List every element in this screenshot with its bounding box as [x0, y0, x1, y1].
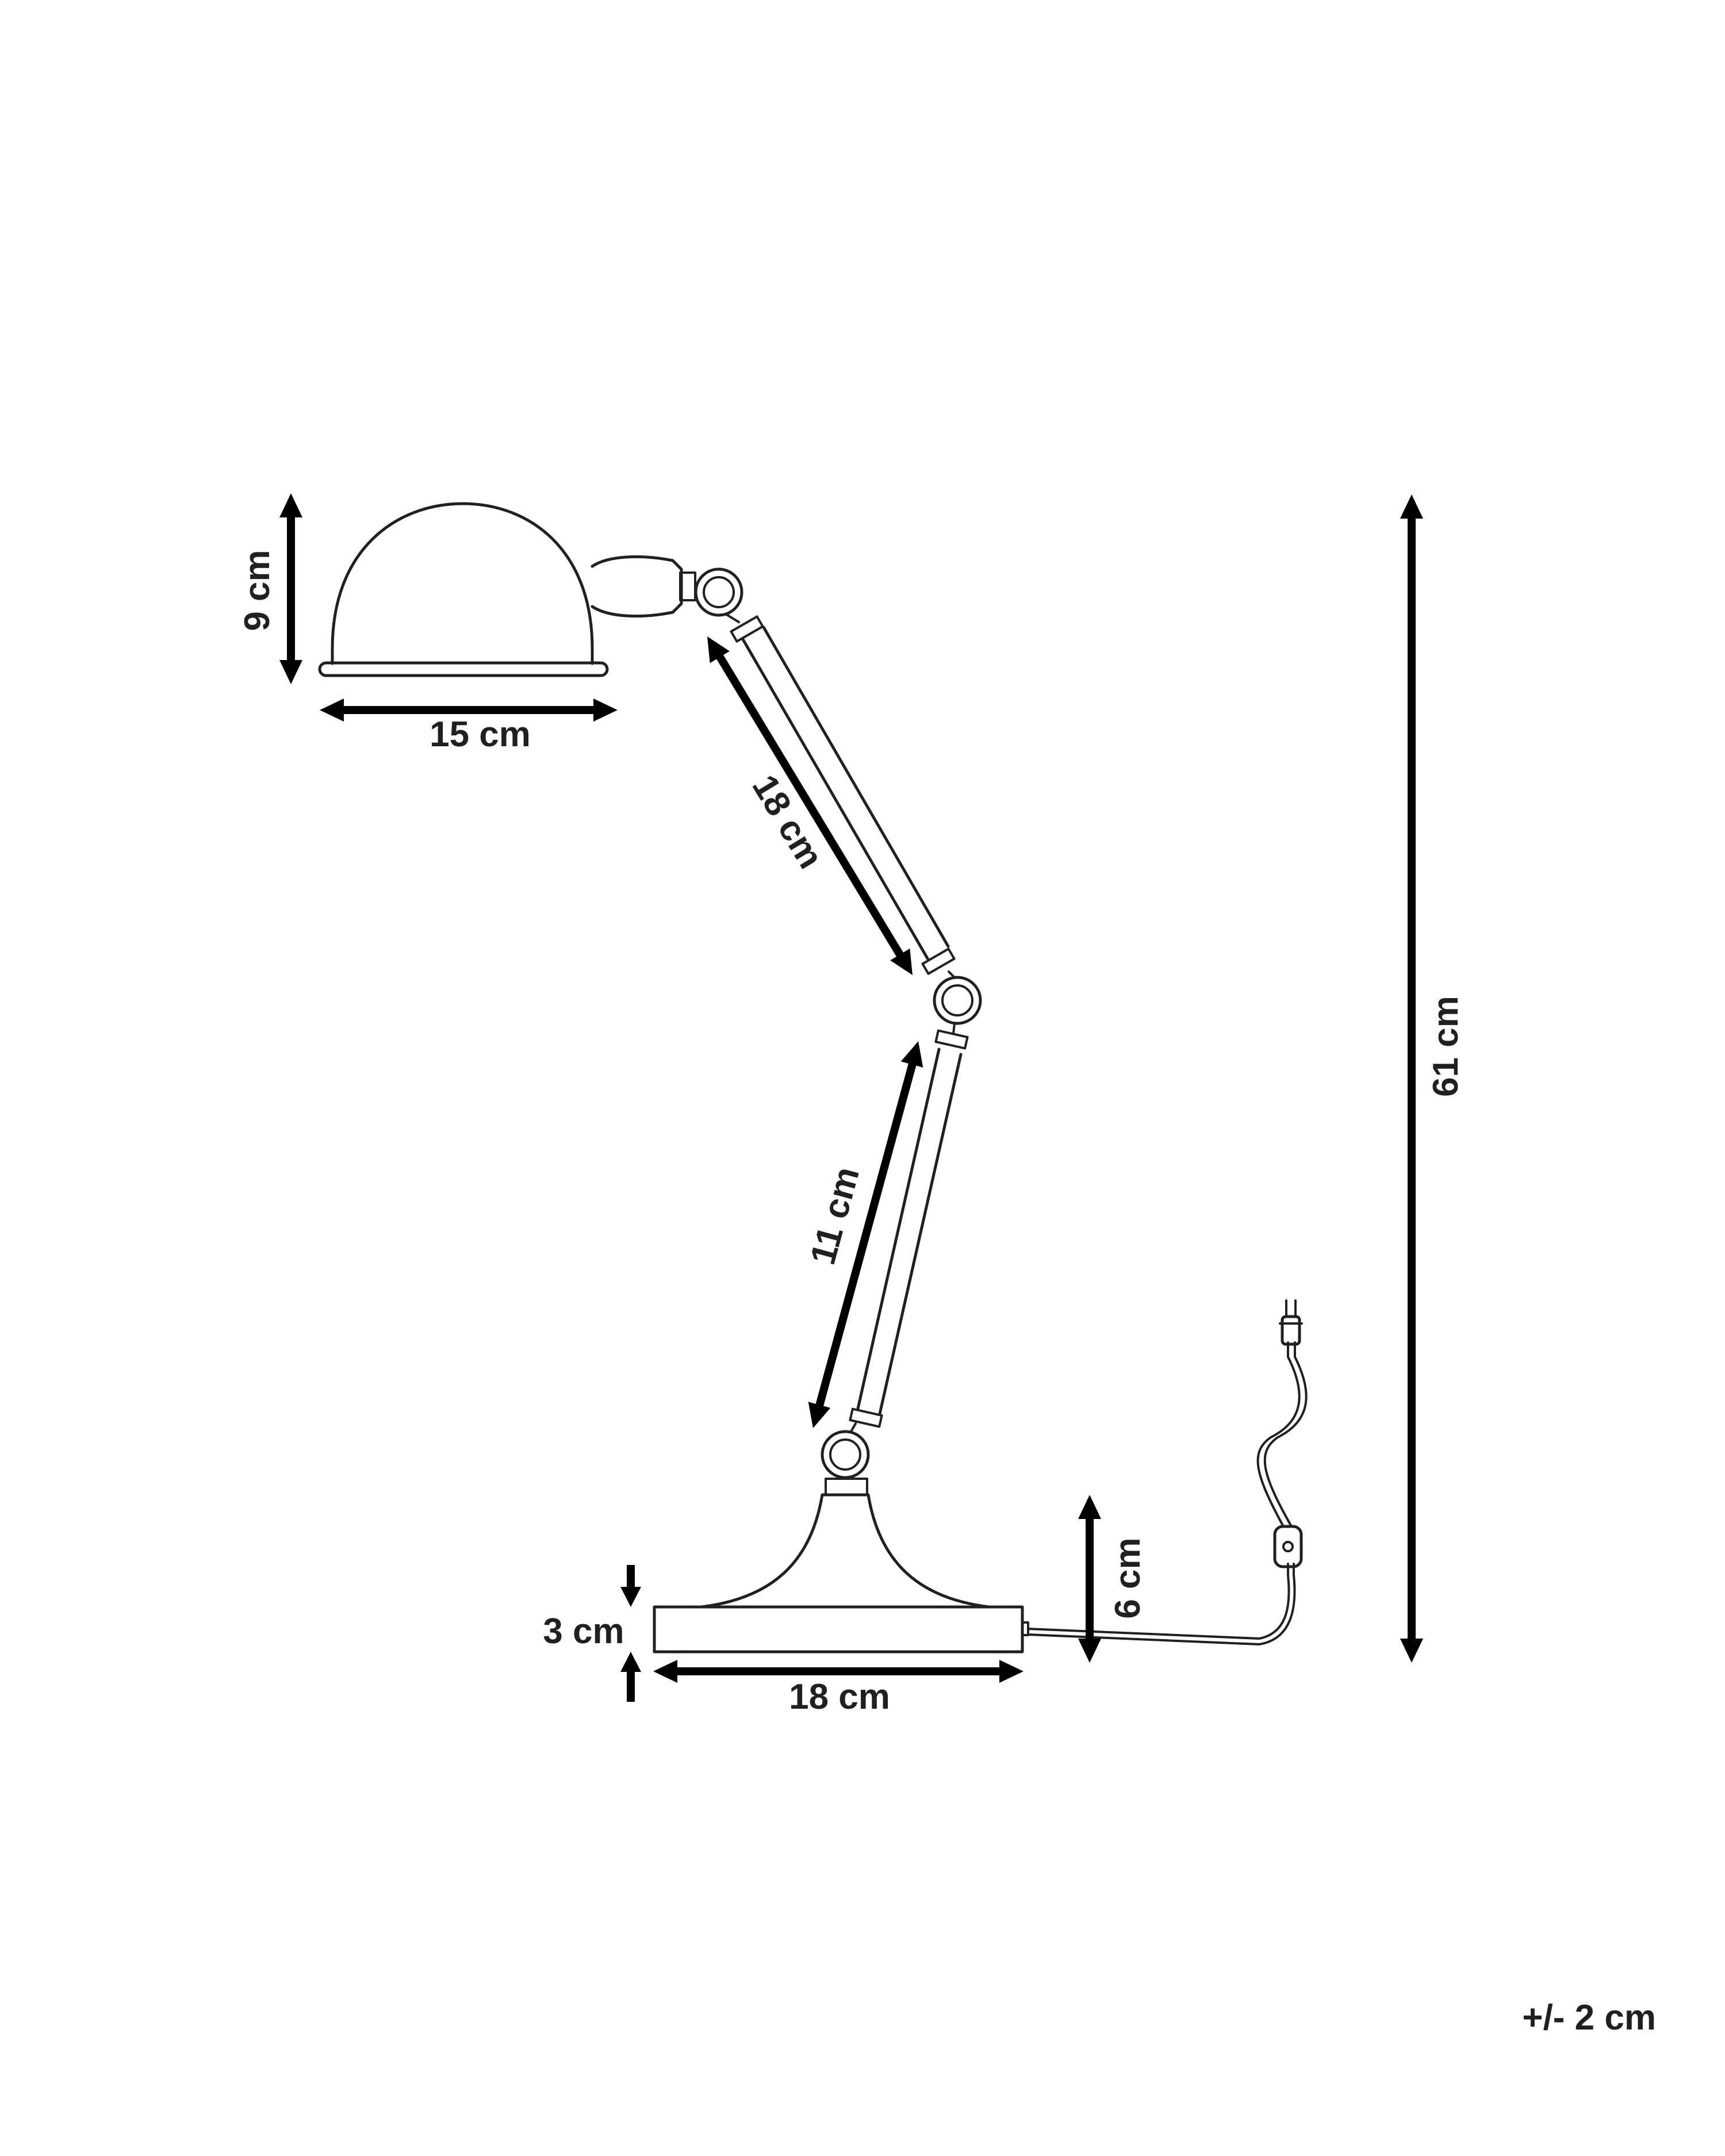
joint-bottom: [821, 1430, 870, 1479]
label-shade-height: 9 cm: [237, 550, 277, 631]
dim-shade-height-arrow: [279, 493, 302, 684]
joint-middle: [933, 976, 982, 1025]
label-base-thickness: 3 cm: [543, 1612, 624, 1651]
plug: [1281, 1315, 1301, 1346]
lamp-base: [653, 1478, 1029, 1654]
lamp-shade: [318, 502, 696, 677]
dim-total-height-arrow: [1400, 494, 1423, 1663]
label-base-width: 18 cm: [789, 1677, 890, 1717]
dim-upper-arm-arrow: [707, 636, 913, 975]
joint-top: [694, 567, 743, 617]
label-stand-height: 6 cm: [1108, 1537, 1148, 1618]
dim-base-thickness-arrows: [620, 1565, 641, 1702]
cord-switch: [1273, 1525, 1303, 1568]
dim-lower-arm-arrow: [808, 1041, 923, 1428]
upper-arm: [724, 613, 956, 979]
label-total-height: 61 cm: [1426, 996, 1466, 1097]
tolerance-note: +/- 2 cm: [1522, 1998, 1656, 2038]
label-shade-width: 15 cm: [430, 715, 531, 754]
dim-base-width-arrow: [653, 1660, 1023, 1683]
dim-shade-width-arrow: [320, 699, 618, 722]
lamp-drawing: [318, 502, 1308, 1654]
lower-arm: [849, 1022, 969, 1433]
power-cord: [1027, 1299, 1308, 1645]
dim-stand-height-arrow: [1078, 1495, 1101, 1663]
